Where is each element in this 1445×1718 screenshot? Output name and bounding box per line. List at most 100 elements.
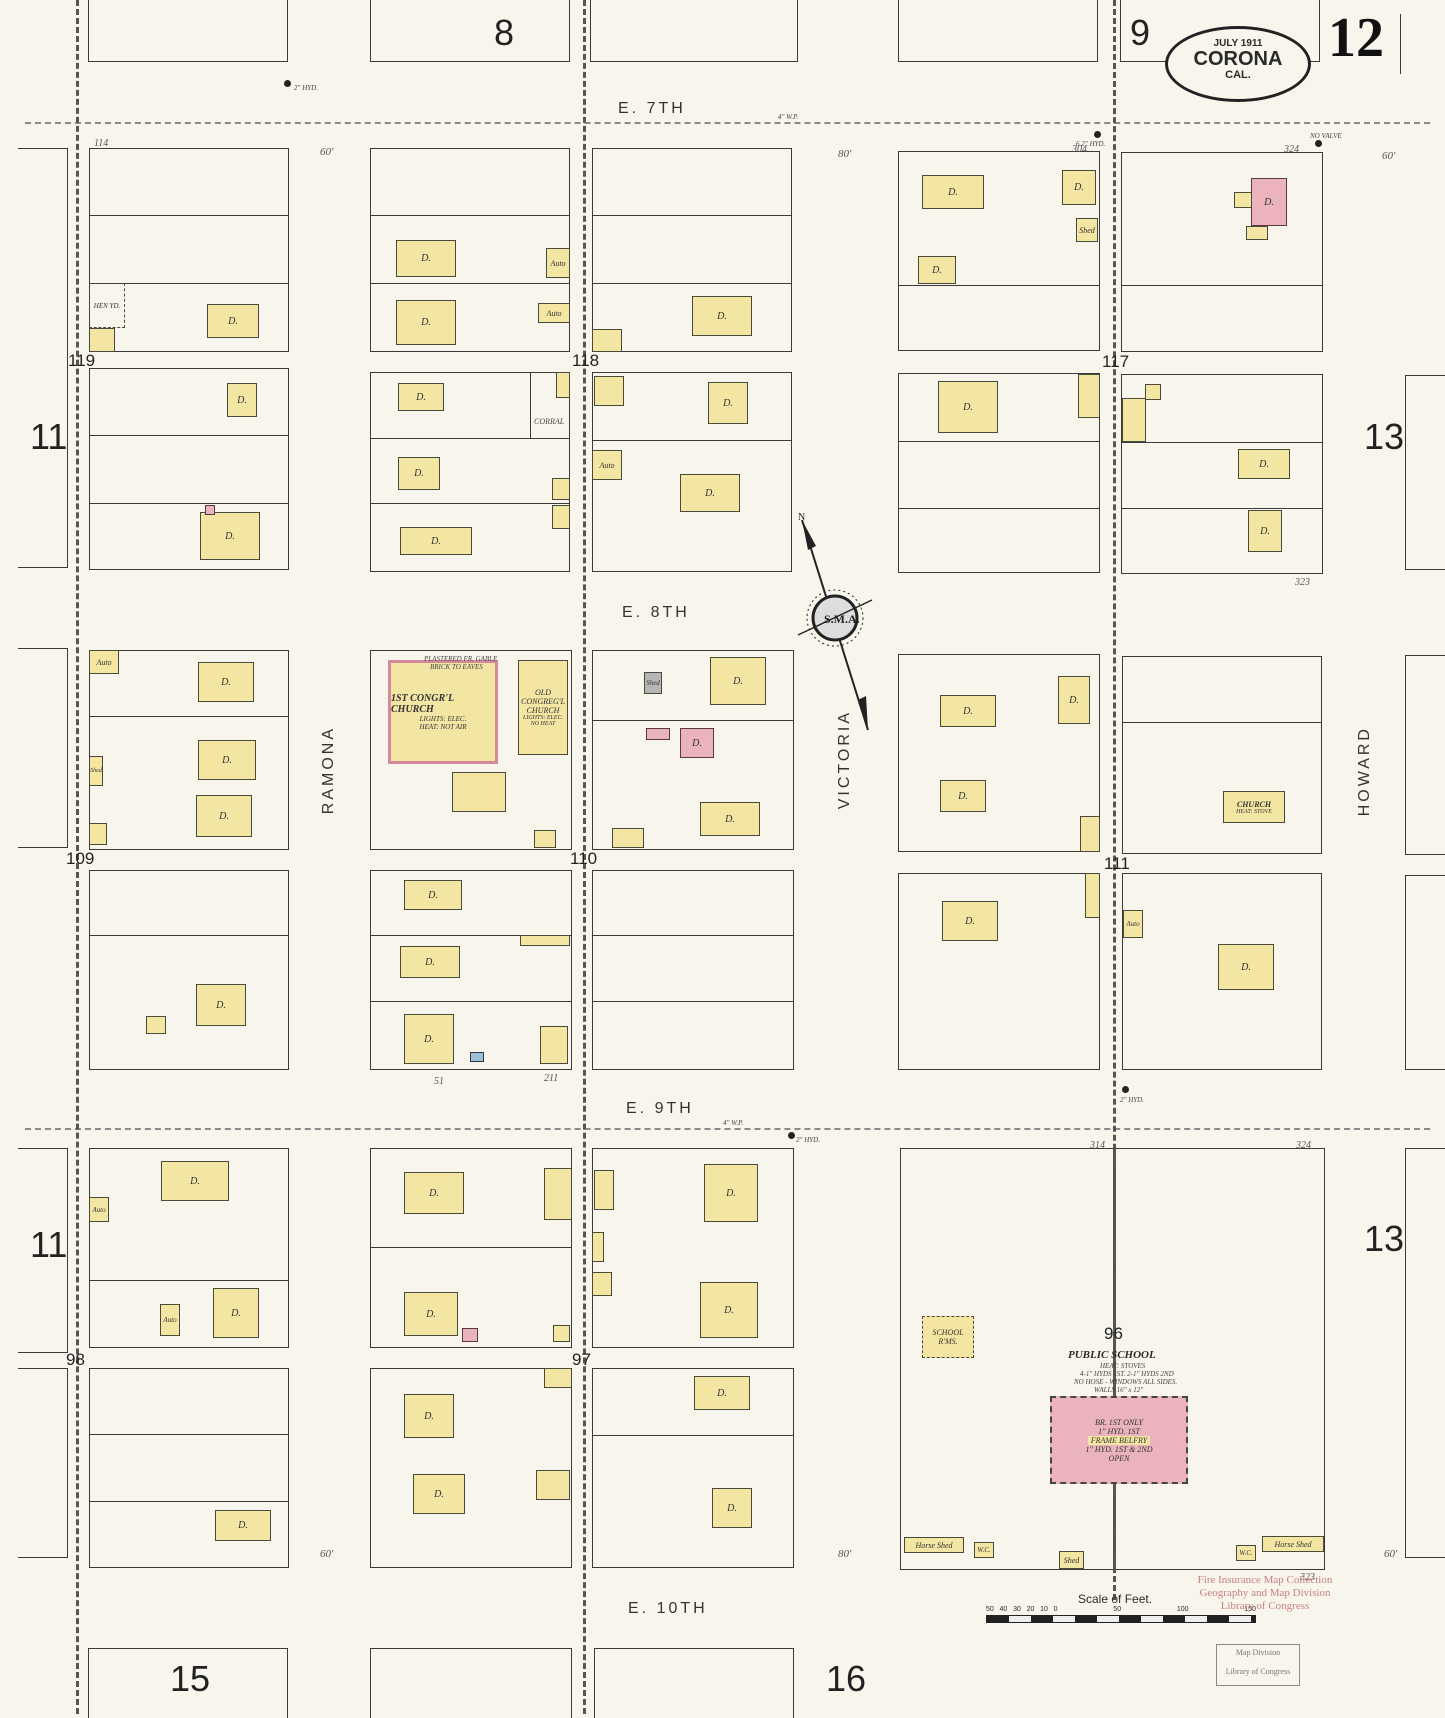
block-118-east[interactable]	[592, 148, 792, 352]
building-outbuilding[interactable]	[520, 935, 570, 946]
building-dwelling[interactable]: D.	[398, 457, 440, 490]
building-dwelling[interactable]: D.	[940, 695, 996, 727]
block-97-east-south[interactable]	[592, 1368, 794, 1568]
building-dwelling[interactable]: D.	[400, 946, 460, 978]
building-1st-congregational-church[interactable]: 1ST CONGR'L CHURCH LIGHTS: ELEC. HEAT: N…	[388, 660, 498, 764]
building-dwelling[interactable]: D.	[942, 901, 998, 941]
building-dwelling[interactable]: D.	[700, 1282, 758, 1338]
building-shed[interactable]	[544, 1368, 572, 1388]
building-dwelling[interactable]: D.	[1248, 510, 1282, 552]
block-117-east[interactable]	[1121, 152, 1323, 352]
building-dwelling[interactable]: D.	[1218, 944, 1274, 990]
building-dwelling[interactable]: D.	[940, 780, 986, 812]
block-109-north[interactable]	[89, 650, 289, 850]
building-outbuilding[interactable]	[612, 828, 644, 848]
building-dwelling[interactable]: D.	[198, 740, 256, 780]
building-dwelling[interactable]: D.	[404, 1014, 454, 1064]
building-brick-dwelling[interactable]: D.	[680, 728, 714, 758]
building-auto[interactable]: Auto	[89, 1197, 109, 1222]
adjacent-sheet-number[interactable]: 9	[1130, 12, 1151, 53]
building-shed[interactable]	[1122, 398, 1146, 442]
block-119-lots[interactable]	[89, 148, 289, 352]
block-119-lots-south[interactable]	[89, 368, 289, 570]
building-shed[interactable]: Shed	[89, 756, 103, 786]
building-shed[interactable]	[89, 328, 115, 352]
adjacent-sheet-number[interactable]: 11	[30, 416, 68, 457]
building-auto[interactable]: Auto	[160, 1304, 180, 1336]
block-96-school-grounds[interactable]	[900, 1148, 1325, 1570]
building-dwelling[interactable]: D.	[400, 527, 472, 555]
building-dwelling[interactable]	[540, 1026, 568, 1064]
building-shed[interactable]	[1145, 384, 1161, 400]
building-shed[interactable]	[552, 478, 570, 500]
building-small-outbuilding[interactable]	[470, 1052, 484, 1062]
building-porch[interactable]	[1246, 226, 1268, 240]
building-outbuilding[interactable]	[1085, 873, 1100, 918]
building-dwelling[interactable]: D.	[1058, 676, 1090, 724]
building-brick-annex[interactable]	[205, 505, 215, 515]
building-brick-annex[interactable]	[462, 1328, 478, 1342]
building-dwelling[interactable]: D.	[918, 256, 956, 284]
building-dwelling[interactable]: D.	[213, 1288, 259, 1338]
building-dwelling[interactable]: D.	[704, 1164, 758, 1222]
building-dwelling[interactable]	[452, 772, 506, 812]
building-shed[interactable]	[592, 1272, 612, 1296]
building-hen-house[interactable]	[89, 823, 107, 845]
block-97-east-north[interactable]	[592, 1148, 794, 1348]
block-117-west[interactable]	[898, 151, 1100, 351]
block-98-south[interactable]	[89, 1368, 289, 1568]
block-109-east-south[interactable]	[370, 870, 572, 1070]
building-dwelling[interactable]: D.	[198, 662, 254, 702]
building-dwelling[interactable]: D.	[712, 1488, 752, 1528]
building-shed[interactable]	[556, 372, 570, 398]
building-auto[interactable]: Auto	[1123, 910, 1143, 938]
building-dwelling[interactable]: D.	[938, 381, 998, 433]
building-brick-annex[interactable]	[646, 728, 670, 740]
building-shed[interactable]	[544, 1168, 572, 1220]
building-dwelling[interactable]: D.	[200, 512, 260, 560]
building-shed[interactable]	[592, 329, 622, 352]
building-shed[interactable]: Shed	[644, 672, 662, 694]
building-public-school[interactable]: BR. 1ST ONLY 1" HYD. 1ST FRAME BELFRY 1"…	[1050, 1396, 1188, 1484]
building-shed[interactable]	[1078, 374, 1100, 418]
block-110-south[interactable]	[592, 870, 794, 1070]
building-auto[interactable]: Auto	[546, 248, 570, 278]
building-auto[interactable]: Auto	[89, 650, 119, 674]
building-shed[interactable]: Shed	[1076, 218, 1098, 242]
building-shed[interactable]	[594, 1170, 614, 1210]
building-dwelling[interactable]: D.	[922, 175, 984, 209]
building-dwelling[interactable]: D.	[413, 1474, 465, 1514]
building-dwelling[interactable]: D.	[680, 474, 740, 512]
block-98-north[interactable]	[89, 1148, 289, 1348]
building-horse-shed[interactable]: Horse Shed	[1262, 1536, 1324, 1552]
building-dwelling[interactable]: D.	[692, 296, 752, 336]
building-dwelling[interactable]: D.	[404, 1172, 464, 1214]
building-shed[interactable]	[1080, 816, 1100, 852]
block-97-west-south[interactable]	[370, 1368, 572, 1568]
block-111-east-south[interactable]	[1122, 873, 1322, 1070]
building-old-congregational-church[interactable]: OLD CONGREG'L CHURCH LIGHTS: ELEC. NO HE…	[518, 660, 568, 755]
block-118-west-south[interactable]	[370, 372, 570, 572]
building-dwelling[interactable]: D.	[396, 300, 456, 345]
building-outbuilding[interactable]	[592, 1232, 604, 1262]
adjacent-sheet-number[interactable]: 13	[1364, 1218, 1405, 1259]
building-wc[interactable]	[146, 1016, 166, 1034]
building-dwelling[interactable]: D.	[161, 1161, 229, 1201]
building-dwelling[interactable]: D.	[708, 382, 748, 424]
building-shed[interactable]: Shed	[1059, 1551, 1084, 1569]
building-brick-dwelling[interactable]: D.	[1251, 178, 1287, 226]
building-wc[interactable]: W.C.	[974, 1542, 994, 1558]
adjacent-sheet-number[interactable]: 8	[494, 12, 515, 53]
block-97-west-north[interactable]	[370, 1148, 572, 1348]
building-hen-yard[interactable]: HEN YD.	[89, 283, 125, 328]
building-shed[interactable]	[552, 505, 570, 529]
block-109-south[interactable]	[89, 870, 289, 1070]
building-dwelling[interactable]: D.	[710, 657, 766, 705]
building-dwelling[interactable]: D.	[196, 795, 252, 837]
building-dwelling[interactable]: D.	[227, 383, 257, 417]
building-dwelling[interactable]: D.	[396, 240, 456, 277]
building-dwelling[interactable]	[594, 376, 624, 406]
building-outbuilding[interactable]	[536, 1470, 570, 1500]
adjacent-sheet-number[interactable]: 11	[30, 1224, 68, 1265]
building-dwelling[interactable]: D.	[700, 802, 760, 836]
